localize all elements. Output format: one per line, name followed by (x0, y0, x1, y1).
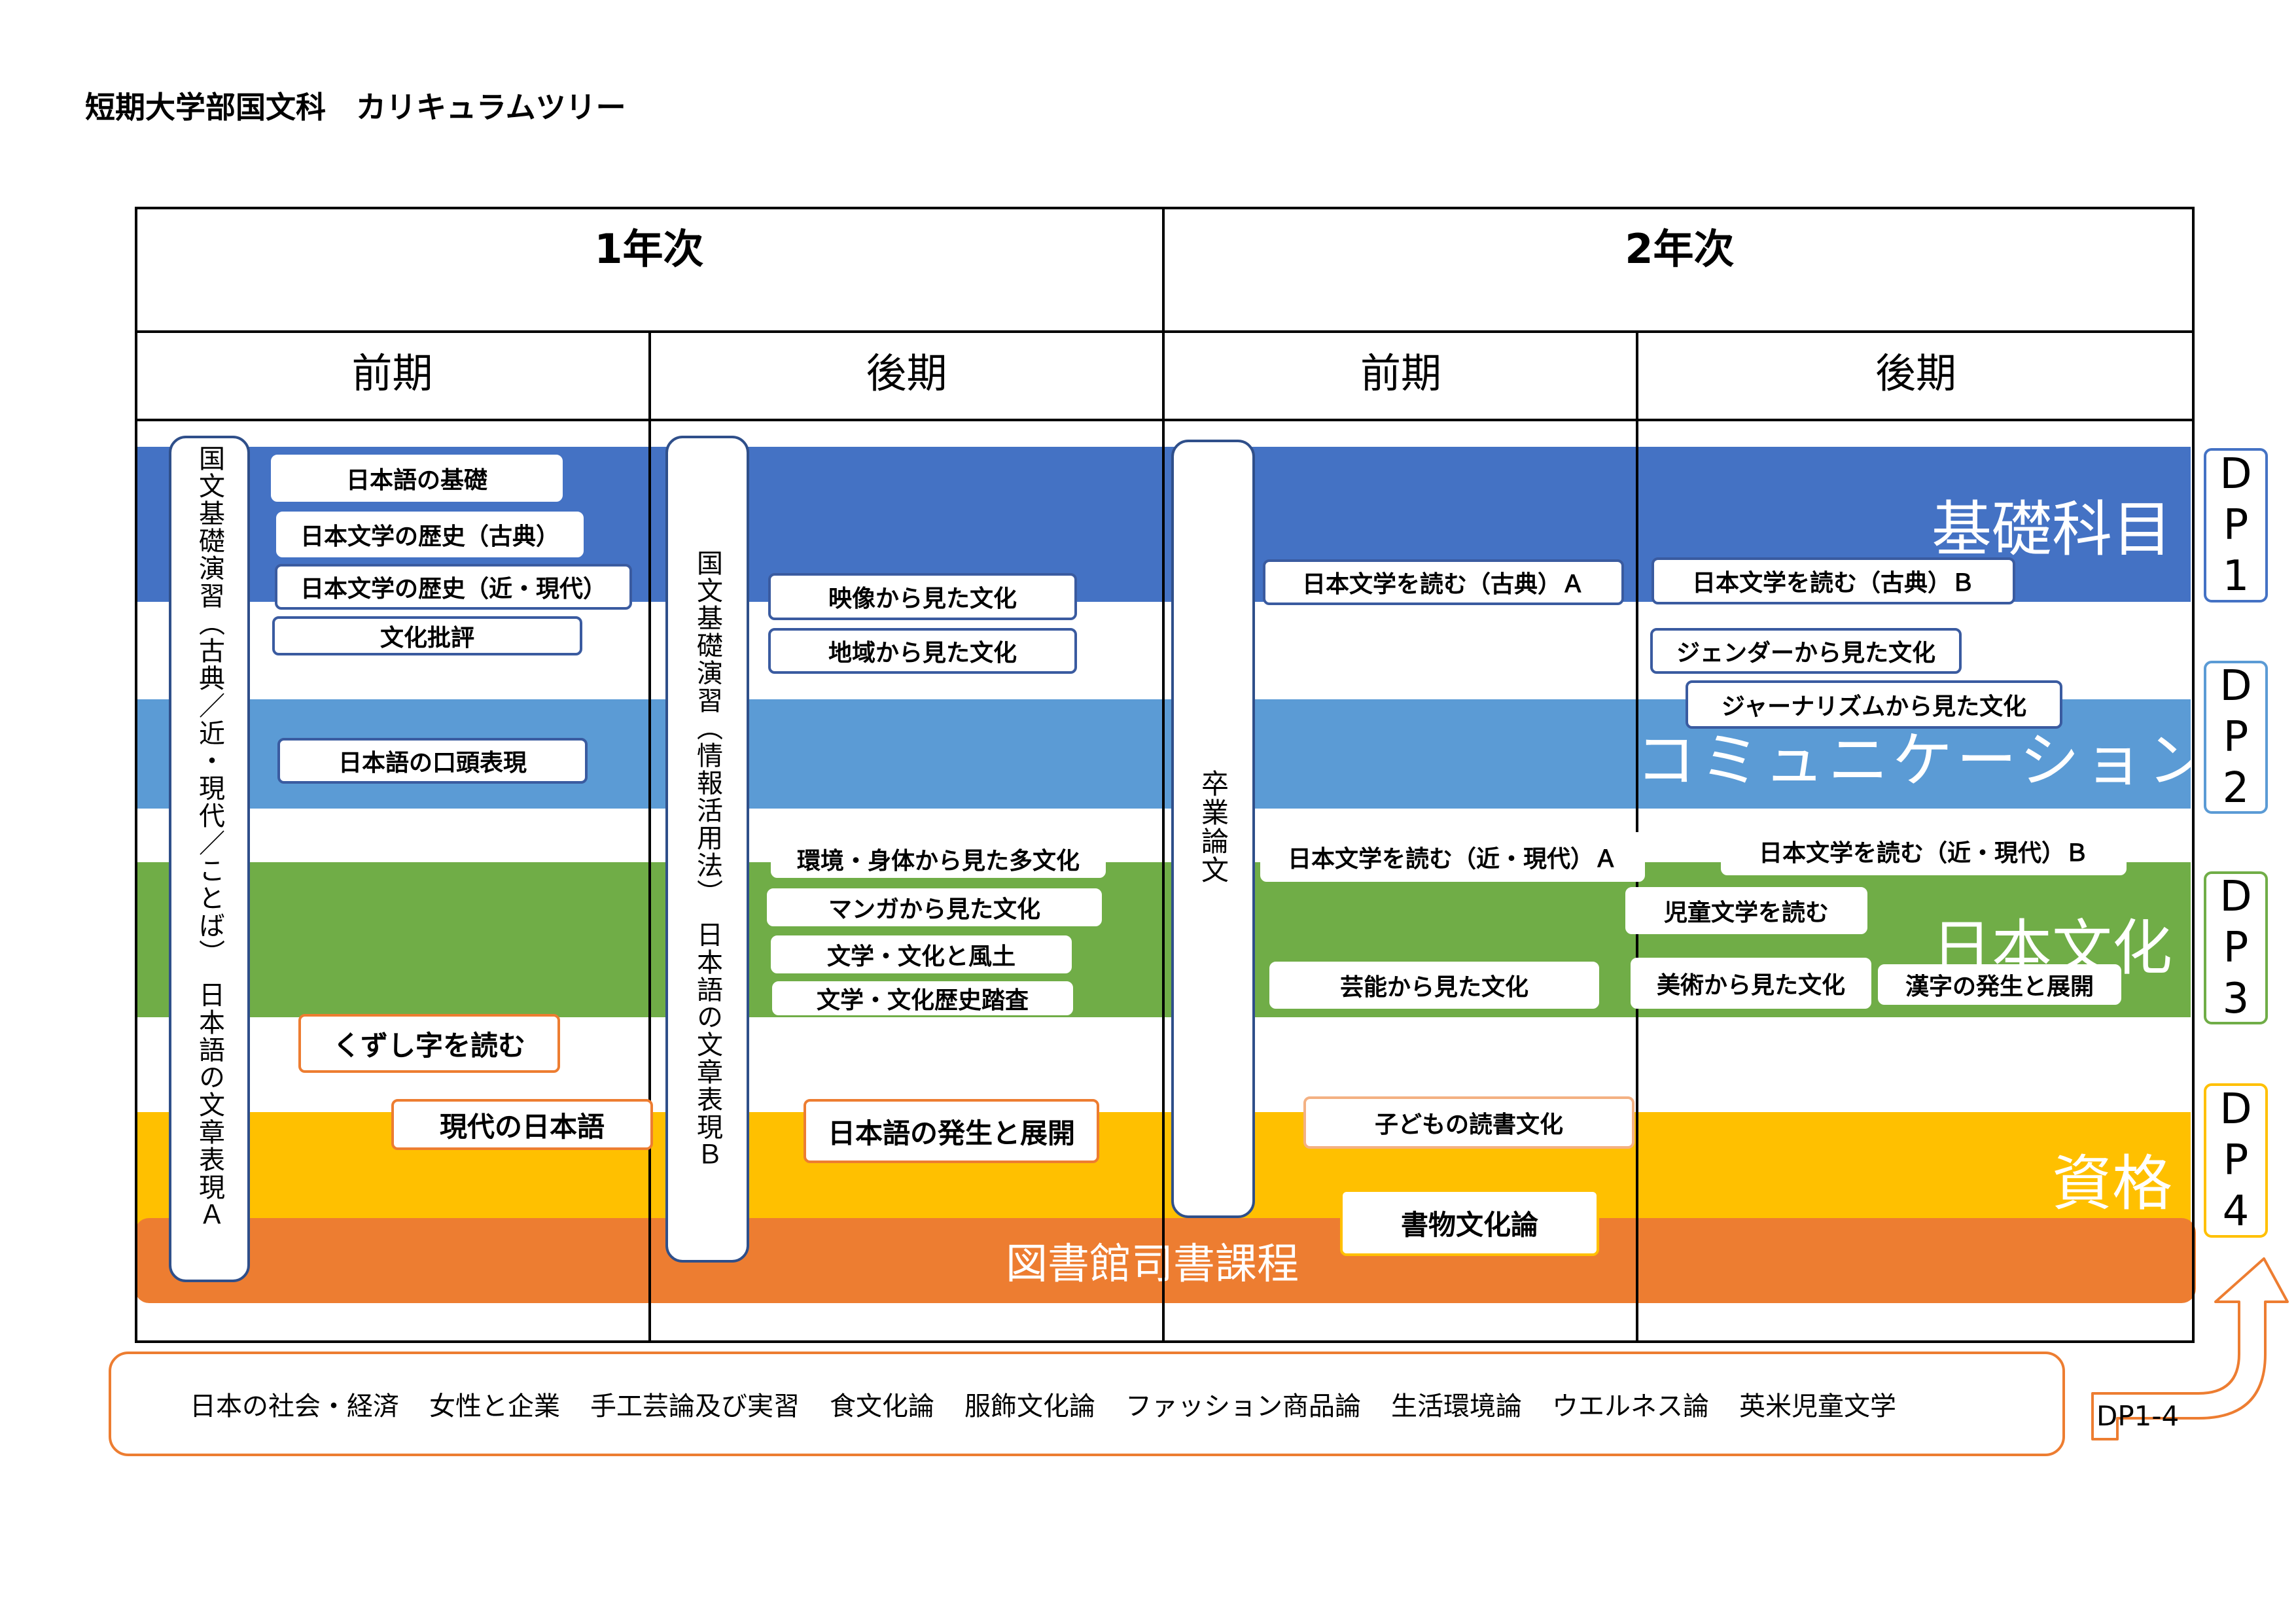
course-manga-kara-mita-bunka: マンガから見た文化 (767, 888, 1102, 926)
grid-line-term-divider-1 (648, 330, 651, 1343)
dp-letter: P (2223, 923, 2249, 972)
course-nihon-bungaku-rekishi-koten: 日本文学の歴史（古典） (276, 512, 584, 557)
year-header-2: 2年次 (1625, 225, 1735, 273)
course-geino-kara-mita-bunka: 芸能から見た文化 (1269, 962, 1599, 1009)
band-label-shikaku: 資格 (2051, 1149, 2172, 1219)
course-bungaku-bunka-to-fudo: 文学・文化と風土 (771, 935, 1072, 973)
course-bunka-hihyo: 文化批評 (272, 616, 582, 655)
elective-item: 手工芸論及び実習 (590, 1391, 800, 1422)
dp-letter: D (2219, 1085, 2252, 1134)
term-header-y1-first: 前期 (351, 349, 433, 397)
vertical-course-sotsugyo-ronbun: 卒業論文 (1171, 440, 1255, 1218)
dp-letter: D (2219, 449, 2252, 498)
elective-item: 英米児童文学 (1739, 1391, 1896, 1422)
course-bijutsu-kara-mita-bunka: 美術から見た文化 (1631, 958, 1871, 1009)
vertical-course-label: 国文基礎演習（古典／近・現代／ことば） 日本語の文章表現Ａ (194, 445, 224, 1229)
course-nihongo-no-koto-hyogen: 日本語の口頭表現 (277, 738, 588, 784)
page-title: 短期大学部国文科 カリキュラムツリー (85, 90, 626, 125)
dp-letter: D (2219, 872, 2252, 921)
year-header-1: 1年次 (594, 225, 704, 273)
electives-box: 日本の社会・経済 女性と企業 手工芸論及び実習 食文化論 服飾文化論 ファッショ… (109, 1352, 2065, 1456)
course-jido-bungaku-wo-yomu: 児童文学を読む (1625, 887, 1867, 934)
dp-letter: 2 (2222, 764, 2250, 813)
dp-label-dp2: D P 2 (2204, 661, 2268, 814)
term-header-y2-first: 前期 (1360, 349, 1441, 397)
course-journalism-kara-mita-bunka: ジャーナリズムから見た文化 (1686, 680, 2062, 729)
elective-item: ファッション商品論 (1125, 1391, 1361, 1422)
vertical-course-kokubun-kiso-enshu-a: 国文基礎演習（古典／近・現代／ことば） 日本語の文章表現Ａ (169, 436, 250, 1282)
course-nihon-bungaku-wo-yomu-kindai-a: 日本文学を読む（近・現代）Ａ (1260, 832, 1645, 882)
dp-letter: 3 (2222, 975, 2250, 1024)
elective-item: 日本の社会・経済 (190, 1391, 399, 1422)
course-shomotsu-bunka-ron: 書物文化論 (1340, 1189, 1599, 1256)
band-label-kiso: 基礎科目 (1931, 495, 2172, 565)
library-course-bar: 図書館司書課程 (135, 1218, 2196, 1303)
grid-line-year-divider (1162, 207, 1165, 1343)
elective-item: 女性と企業 (429, 1391, 560, 1422)
course-nihon-bungaku-wo-yomu-koten-a: 日本文学を読む（古典）Ａ (1263, 559, 1624, 605)
dp-letter: P (2223, 1136, 2249, 1185)
course-nihongo-no-kiso: 日本語の基礎 (271, 455, 563, 502)
dp-label-dp1: D P 1 (2204, 448, 2268, 602)
course-kankyo-shintai-tabunka: 環境・身体から見た多文化 (771, 840, 1106, 878)
course-kodomo-no-dokusho-bunka: 子どもの読書文化 (1303, 1096, 1634, 1149)
course-gendai-no-nihongo: 現代の日本語 (391, 1099, 653, 1150)
dp-label-dp4: D P 4 (2204, 1083, 2268, 1238)
grid-line-term-row (135, 419, 2195, 421)
term-header-y2-second: 後期 (1875, 349, 1956, 397)
course-gender-kara-mita-bunka: ジェンダーから見た文化 (1650, 628, 1962, 674)
dp1-4-arrow-icon (2091, 1257, 2289, 1440)
elective-item: 生活環境論 (1391, 1391, 1522, 1422)
curriculum-grid-frame (135, 207, 2195, 1343)
course-nihon-bungaku-wo-yomu-kindai-b: 日本文学を読む（近・現代）Ｂ (1721, 827, 2127, 875)
dp-letter: P (2223, 712, 2249, 761)
dp-letter: D (2219, 661, 2252, 710)
course-kanji-no-hassei-to-tenkai: 漢字の発生と展開 (1878, 964, 2121, 1005)
elective-item: 食文化論 (830, 1391, 934, 1422)
dp-letter: 1 (2222, 552, 2250, 601)
dp1-4-label: DP1-4 (2096, 1400, 2180, 1432)
course-eizo-kara-mita-bunka: 映像から見た文化 (768, 573, 1077, 620)
vertical-course-kokubun-kiso-enshu-b: 国文基礎演習（情報活用法） 日本語の文章表現Ｂ (665, 436, 749, 1263)
course-bungaku-bunka-rekishi-tosa: 文学・文化歴史踏査 (772, 981, 1073, 1015)
vertical-course-label: 国文基礎演習（情報活用法） 日本語の文章表現Ｂ (692, 550, 722, 1168)
dp-letter: P (2223, 500, 2249, 550)
band-label-communication: コミュニケーション (1636, 725, 2212, 795)
course-nihongo-no-hassei-to-tenkai: 日本語の発生と展開 (804, 1099, 1099, 1163)
library-course-label: 図書館司書課程 (1006, 1240, 1299, 1289)
vertical-course-label: 卒業論文 (1197, 769, 1229, 884)
grid-line-year-row (135, 330, 2195, 333)
course-kuzushiji-wo-yomu: くずし字を読む (298, 1014, 560, 1073)
course-nihon-bungaku-rekishi-kindai: 日本文学の歴史（近・現代） (275, 564, 632, 610)
dp-letter: 4 (2222, 1187, 2250, 1236)
course-nihon-bungaku-wo-yomu-koten-b: 日本文学を読む（古典）Ｂ (1651, 557, 2015, 604)
elective-item: 服飾文化論 (964, 1391, 1095, 1422)
elective-item: ウエルネス論 (1552, 1391, 1709, 1422)
course-chiiki-kara-mita-bunka: 地域から見た文化 (768, 628, 1077, 674)
dp-label-dp3: D P 3 (2204, 871, 2268, 1024)
term-header-y1-second: 後期 (866, 349, 947, 397)
